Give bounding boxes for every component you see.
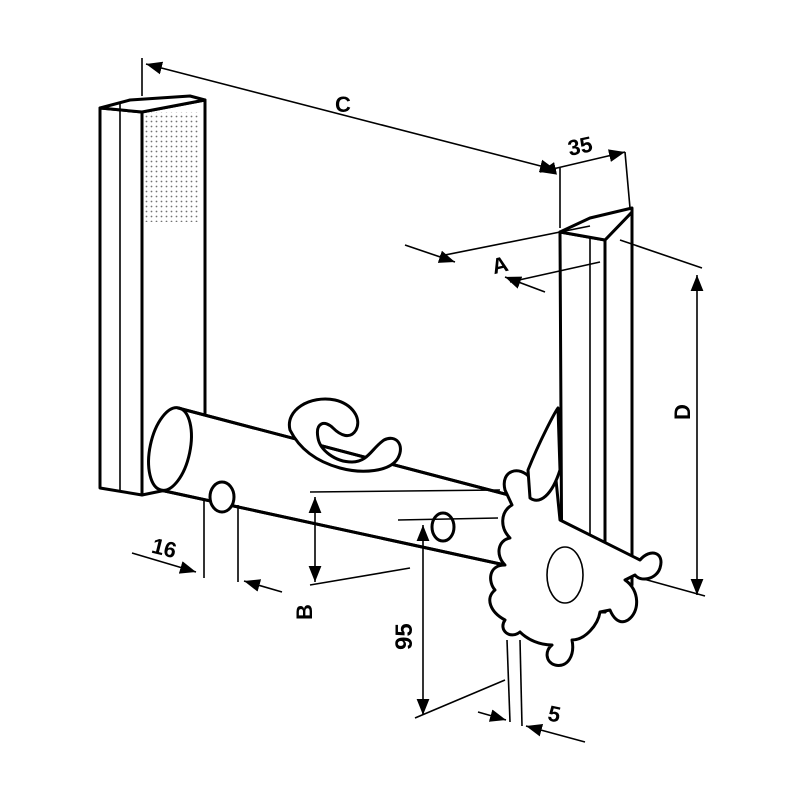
barrel-peg [430,511,456,543]
dimension-5-label: 5 [546,701,563,728]
dimension-b-label: B [292,604,317,620]
barrel-hole [208,480,236,514]
dimension-c: C [141,58,561,228]
dimension-35-label: 35 [566,131,595,161]
dimension-a-label: A [489,251,511,279]
dimension-95: 95 [391,517,506,719]
dimension-35: 35 [539,131,631,209]
hook-latch [287,397,402,473]
cog-wheel [488,406,663,667]
dimension-d: D [619,239,706,597]
dimension-16: 16 [131,500,283,593]
dimension-95-label: 95 [391,623,418,650]
dimension-c-label: C [335,92,351,117]
dimension-5: 5 [477,639,586,743]
dimension-a: A [404,225,601,293]
dimension-b: B [292,489,501,620]
dimension-d-label: D [670,404,695,420]
left-angle-bracket [98,94,207,497]
dimension-16-label: 16 [149,533,179,563]
